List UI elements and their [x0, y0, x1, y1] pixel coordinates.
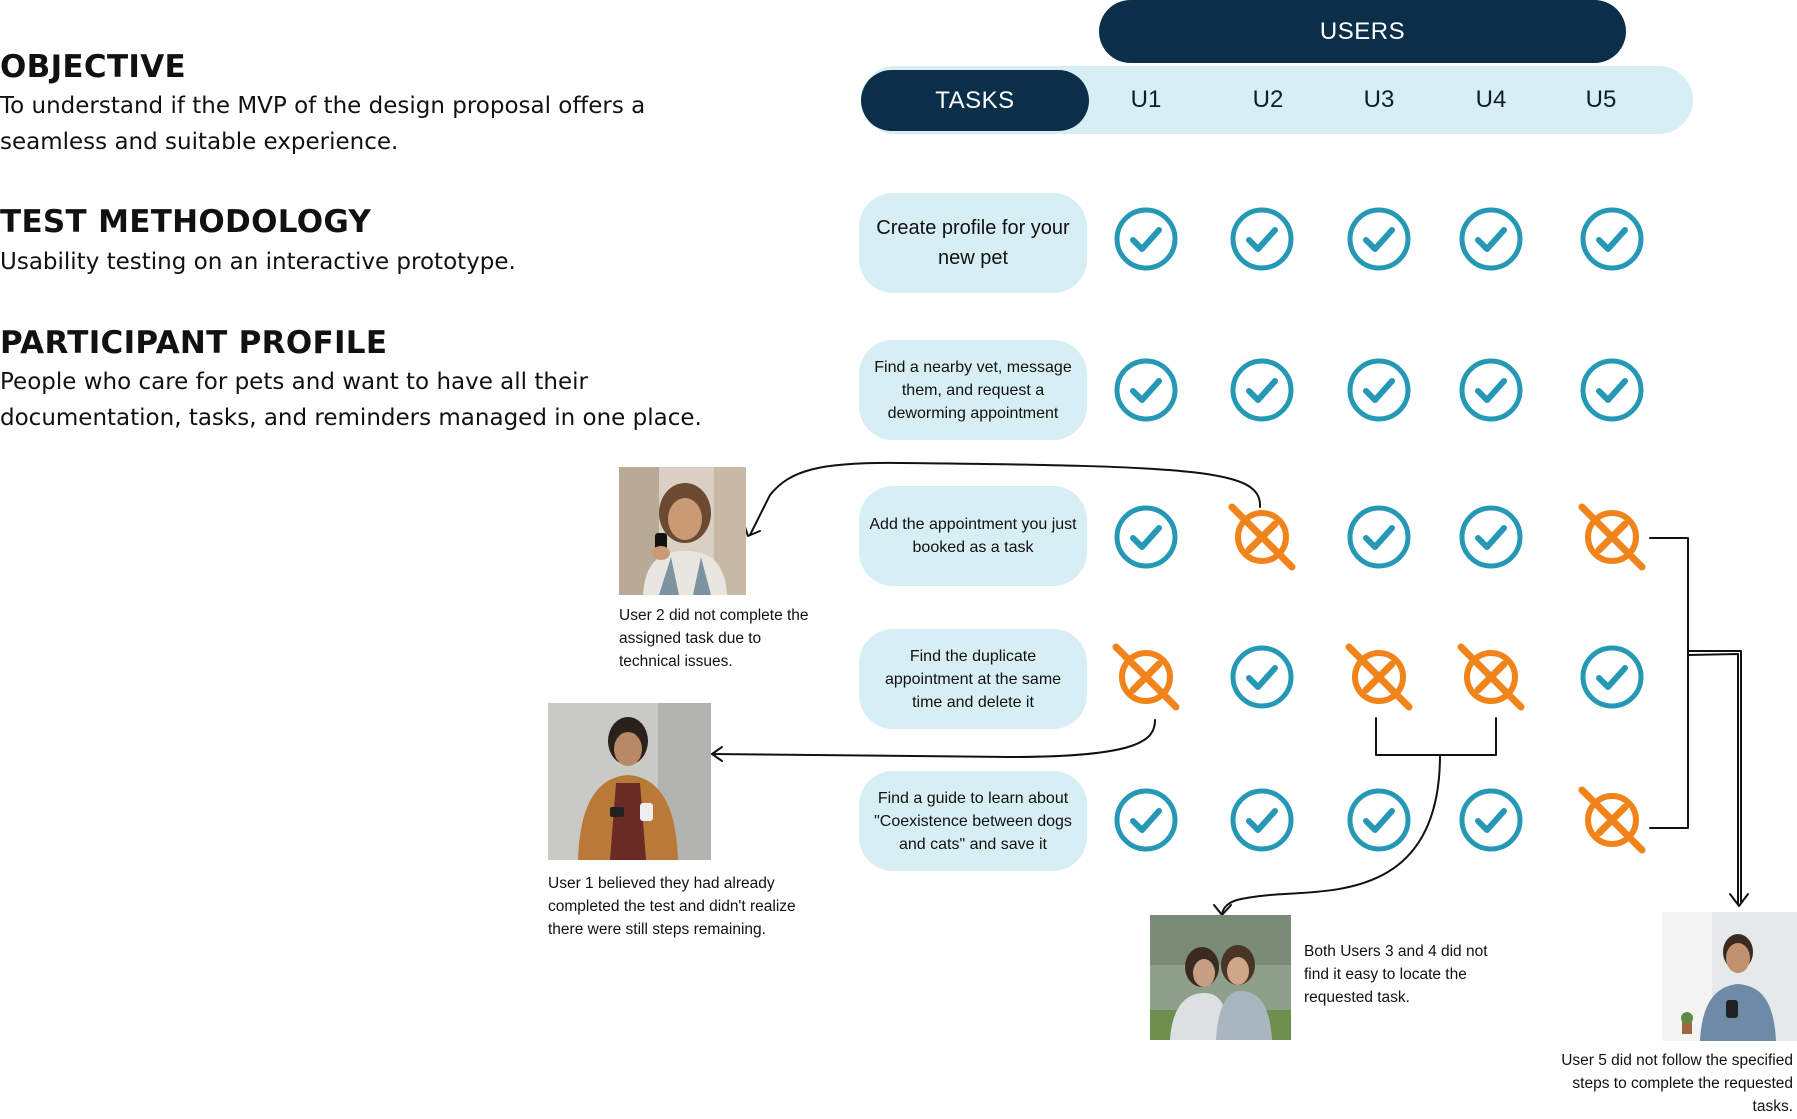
cross-icon-task3-u2 [1227, 502, 1297, 572]
users34-photo [1150, 915, 1291, 1040]
task-row-3-label: Add the appointment you just booked as a… [859, 486, 1087, 586]
check-icon-task5-u2 [1227, 785, 1297, 855]
user5-photo [1662, 912, 1797, 1041]
bracket-user34 [1375, 717, 1497, 756]
check-icon-task1-u2 [1227, 204, 1297, 274]
participant-profile-title: PARTICIPANT PROFILE [0, 325, 388, 361]
connector-user5-double [1687, 650, 1742, 903]
user-column-u3: U3 [1363, 86, 1395, 113]
check-icon-task3-u3 [1344, 502, 1414, 572]
connector-user1 [711, 719, 1156, 758]
objective-text: To understand if the MVP of the design p… [0, 93, 646, 155]
users-header: USERS [1099, 0, 1626, 63]
objective-title: OBJECTIVE [0, 49, 186, 85]
task-row-4-label: Find the duplicate appointment at the sa… [859, 629, 1087, 729]
check-icon-task4-u5 [1577, 642, 1647, 712]
user1-photo [548, 703, 711, 860]
user5-note: User 5 did not follow the specified step… [1561, 1052, 1793, 1115]
user-column-u2: U2 [1252, 86, 1284, 113]
check-icon-task1-u4 [1456, 204, 1526, 274]
arrowhead-user1 [711, 746, 723, 762]
user1-note: User 1 believed they had already complet… [548, 875, 796, 938]
check-icon-task2-u4 [1456, 355, 1526, 425]
check-icon-task2-u3 [1344, 355, 1414, 425]
task-row-2-label: Find a nearby vet, message them, and req… [859, 340, 1087, 440]
check-icon-task3-u4 [1456, 502, 1526, 572]
bracket-user5 [1649, 537, 1689, 829]
task-row-5-label: Find a guide to learn about "Coexistence… [859, 771, 1087, 871]
methodology-text: Usability testing on an interactive prot… [0, 249, 516, 275]
check-icon-task3-u1 [1111, 502, 1181, 572]
methodology-title: TEST METHODOLOGY [0, 204, 372, 240]
user-column-u4: U4 [1475, 86, 1507, 113]
participant-profile-text: People who care for pets and want to hav… [0, 369, 702, 431]
connector-user5 [1687, 653, 1739, 905]
connector-user34 [1221, 754, 1441, 915]
user2-photo [619, 467, 746, 595]
user-column-u1: U1 [1130, 86, 1162, 113]
cross-icon-task4-u4 [1456, 642, 1526, 712]
task-row-1-label: Create profile for your new pet [859, 193, 1087, 293]
check-icon-task2-u1 [1111, 355, 1181, 425]
check-icon-task4-u2 [1227, 642, 1297, 712]
cross-icon-task4-u1 [1111, 642, 1181, 712]
check-icon-task2-u2 [1227, 355, 1297, 425]
user-column-u5: U5 [1585, 86, 1617, 113]
check-icon-task1-u5 [1577, 204, 1647, 274]
check-icon-task5-u4 [1456, 785, 1526, 855]
cross-icon-task4-u3 [1344, 642, 1414, 712]
cross-icon-task3-u5 [1577, 502, 1647, 572]
check-icon-task2-u5 [1577, 355, 1647, 425]
users34-note: Both Users 3 and 4 did not find it easy … [1304, 943, 1488, 1006]
check-icon-task5-u3 [1344, 785, 1414, 855]
check-icon-task1-u1 [1111, 204, 1181, 274]
cross-icon-task5-u5 [1577, 785, 1647, 855]
user2-note: User 2 did not complete the assigned tas… [619, 607, 809, 670]
check-icon-task1-u3 [1344, 204, 1414, 274]
tasks-header: TASKS [861, 70, 1089, 131]
check-icon-task5-u1 [1111, 785, 1181, 855]
connector-user2 [749, 461, 1262, 536]
arrowhead-user5 [1729, 893, 1749, 907]
